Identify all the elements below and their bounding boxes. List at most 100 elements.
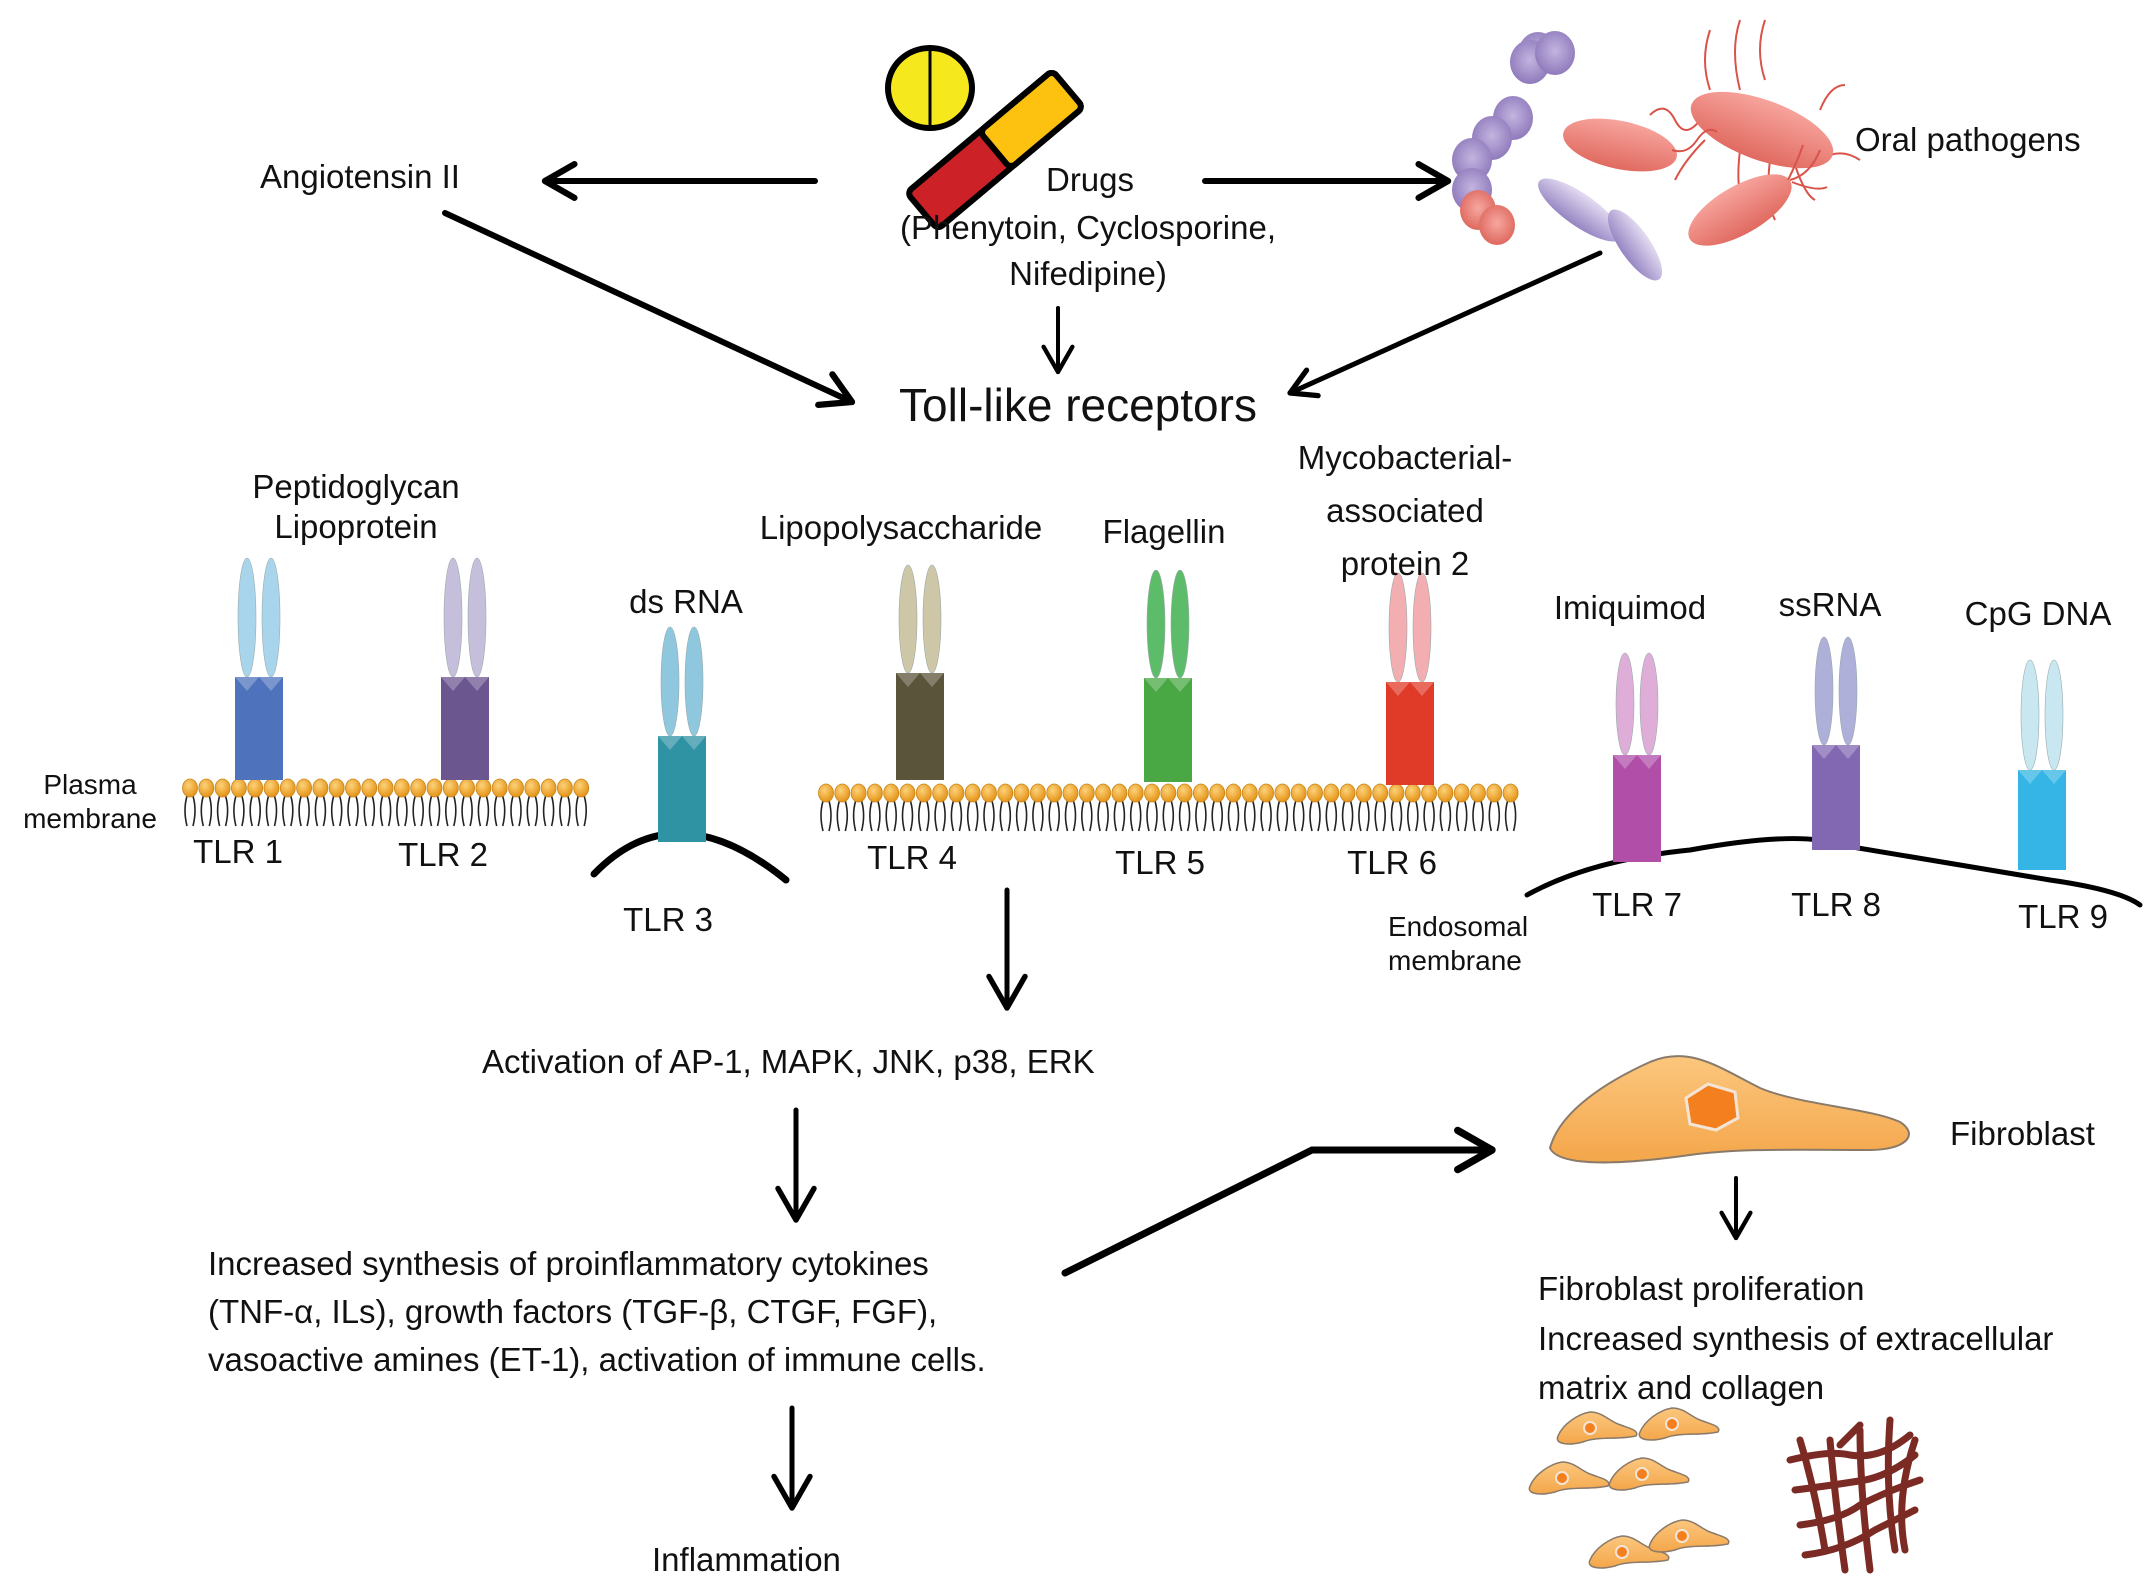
tlr3-label: TLR 3 <box>623 901 713 938</box>
receptor-ectodomain <box>1838 636 1858 746</box>
lipid-molecule <box>850 783 867 832</box>
lipid-molecule <box>312 778 329 827</box>
pathway-arrows <box>771 887 1753 1511</box>
receptor-transmembrane <box>920 673 944 780</box>
tlr1-label: TLR 1 <box>193 833 283 870</box>
receptor-ectodomain <box>2044 659 2064 771</box>
lipid-molecule <box>1486 783 1503 832</box>
lipid-molecule <box>1404 783 1421 832</box>
lipid-molecule <box>214 778 231 827</box>
lipid-molecule <box>1144 783 1160 832</box>
lipid-molecule <box>1421 783 1437 832</box>
receptor-ectodomain <box>922 564 942 674</box>
receptor-tlr7 <box>1613 652 1661 862</box>
ligand-tlr9: CpG DNA <box>1964 595 2112 632</box>
lipid-molecule <box>247 778 264 827</box>
lipid-molecule <box>1062 783 1079 832</box>
receptor-ectodomain <box>261 557 281 678</box>
lipid-molecule <box>296 778 313 827</box>
lipid-molecule <box>818 783 834 832</box>
receptor-ectodomain <box>684 626 704 737</box>
lipid-molecule <box>393 778 410 827</box>
activation-label: Activation of AP-1, MAPK, JNK, p38, ERK <box>482 1043 1095 1080</box>
receptor-ectodomain <box>1146 569 1166 679</box>
lipid-molecule <box>1372 783 1389 832</box>
small-fibroblast <box>1638 1407 1720 1441</box>
receptor-transmembrane <box>2018 770 2042 870</box>
small-fibroblast <box>1648 1519 1730 1553</box>
lipid-molecule <box>1307 783 1323 832</box>
top-arrows <box>442 161 1603 409</box>
lipid-molecule <box>1013 783 1030 832</box>
lipid-molecule <box>557 778 573 827</box>
lipid-molecule <box>540 778 557 827</box>
tlr2-label: TLR 2 <box>398 836 488 873</box>
collagen-mesh-icon <box>1786 1416 1924 1574</box>
inflammation-label: Inflammation <box>652 1541 841 1578</box>
toll-like-receptors-title: Toll-like receptors <box>899 379 1257 431</box>
tlr8-label: TLR 8 <box>1791 886 1881 923</box>
arrow-angiotensin-to-tlr <box>442 210 856 409</box>
arrow-synthesis-to-fibroblast <box>1061 1126 1496 1277</box>
receptor-ectodomain <box>898 564 918 674</box>
receptor-tlr1 <box>235 557 283 780</box>
synthesis-label: Increased synthesis of proinflammatory c… <box>208 1245 986 1378</box>
receptor-transmembrane <box>465 677 489 780</box>
lipid-molecule <box>1030 783 1046 832</box>
tlr9-label: TLR 9 <box>2018 898 2108 935</box>
small-fibroblast <box>1528 1461 1610 1495</box>
lipid-molecule <box>182 778 198 827</box>
arrow-pathogens-to-tlr <box>1287 250 1603 399</box>
lipid-molecule <box>410 778 427 827</box>
pills-icon <box>885 45 1084 230</box>
receptor-tlr2 <box>441 557 489 780</box>
lipid-molecule <box>1193 783 1209 832</box>
lipid-molecule <box>915 783 932 832</box>
plasma-membrane-right <box>818 783 1519 832</box>
lipid-molecule <box>1453 783 1470 832</box>
bacteria-icon <box>1452 19 1861 281</box>
lipid-molecule <box>883 783 900 832</box>
receptor-transmembrane <box>1637 755 1661 862</box>
receptor-ectodomain <box>1170 569 1190 679</box>
drugs-list: (Phenytoin, Cyclosporine, Nifedipine) <box>899 209 1277 293</box>
ligand-tlr1-tlr2: Peptidoglycan Lipoprotein <box>252 468 460 546</box>
lipid-molecule <box>377 778 394 827</box>
angiotensin-label: Angiotensin II <box>260 158 460 195</box>
lipid-molecule <box>1290 783 1307 832</box>
lipid-molecule <box>230 778 247 827</box>
lipid-molecule <box>279 778 296 827</box>
small-fibroblast <box>1556 1411 1638 1445</box>
lipid-molecule <box>475 778 492 827</box>
lipid-molecule <box>1209 783 1226 832</box>
endosomal-membrane-label: Endosomal membrane <box>1388 911 1529 977</box>
receptor-tlr8 <box>1812 636 1860 850</box>
lipid-molecule <box>508 778 524 827</box>
receptor-transmembrane <box>1812 745 1836 850</box>
lipid-molecule <box>1502 783 1519 832</box>
receptor-transmembrane <box>658 736 682 842</box>
receptor-tlr9 <box>2018 659 2066 870</box>
lipid-molecule <box>442 778 459 827</box>
tlr7-label: TLR 7 <box>1592 886 1682 923</box>
lipid-molecule <box>263 778 280 827</box>
receptor-ectodomain <box>660 626 680 737</box>
receptor-transmembrane <box>1144 678 1168 782</box>
lipid-molecule <box>1127 783 1144 832</box>
lipid-molecule <box>1323 783 1340 832</box>
receptor-transmembrane <box>1386 682 1410 785</box>
lipid-molecule <box>1437 783 1454 832</box>
lipid-molecule <box>1241 783 1258 832</box>
lipid-molecule <box>1225 783 1242 832</box>
fibroblast-icon <box>1548 1055 1910 1164</box>
drugs-title: Drugs <box>1045 161 1135 198</box>
lipid-molecule <box>1258 783 1274 832</box>
plasma-membrane-label: Plasma membrane <box>23 769 157 835</box>
small-fibroblast <box>1588 1535 1670 1569</box>
receptor-transmembrane <box>259 677 283 780</box>
receptor-transmembrane <box>441 677 465 780</box>
lipid-molecule <box>1176 783 1193 832</box>
oral-pathogens-label: Oral pathogens <box>1855 121 2081 158</box>
lipid-molecule <box>1274 783 1291 832</box>
